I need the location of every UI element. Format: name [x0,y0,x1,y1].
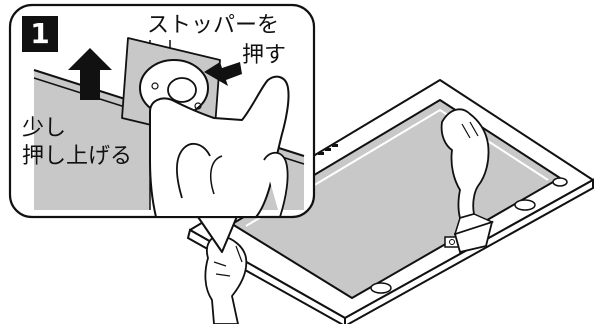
lift-instruction-line1: 少し [22,116,66,142]
lift-instruction-line2: 押し上げる [22,144,132,170]
stopper-instruction-line1: ストッパーを [147,13,279,39]
step-number-badge: 1 [22,16,58,52]
left-hand-bottom [205,236,246,324]
stopper-instruction-line2: 押す [242,43,286,69]
